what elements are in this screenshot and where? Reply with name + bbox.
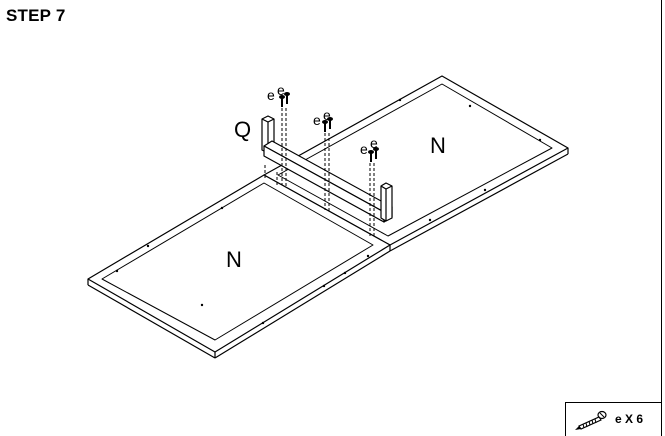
hardware-box: e X 6 <box>565 402 661 436</box>
hardware-quantity: e X 6 <box>615 412 644 426</box>
panel-left <box>87 174 391 359</box>
screw-pair-1 <box>279 92 290 107</box>
frame-q <box>261 115 393 223</box>
panel-label-n-left: N <box>226 247 242 272</box>
screw-label-e: e <box>360 141 368 157</box>
screw-label-e: e <box>313 112 321 128</box>
step-title: STEP 7 <box>6 6 66 25</box>
screw-icon <box>575 410 607 430</box>
screw-guides <box>264 108 375 238</box>
panel-label-n-right: N <box>430 133 446 158</box>
screw-pair-3 <box>368 147 379 162</box>
screw-label-e: e <box>323 107 331 123</box>
screw-label-e: e <box>370 135 378 151</box>
page-border <box>661 0 662 436</box>
leg-label-q: Q <box>234 117 251 142</box>
screw-label-e: e <box>277 82 285 98</box>
screw-pair-2 <box>322 117 333 132</box>
screw-label-e: e <box>267 87 275 103</box>
screws <box>279 92 379 162</box>
